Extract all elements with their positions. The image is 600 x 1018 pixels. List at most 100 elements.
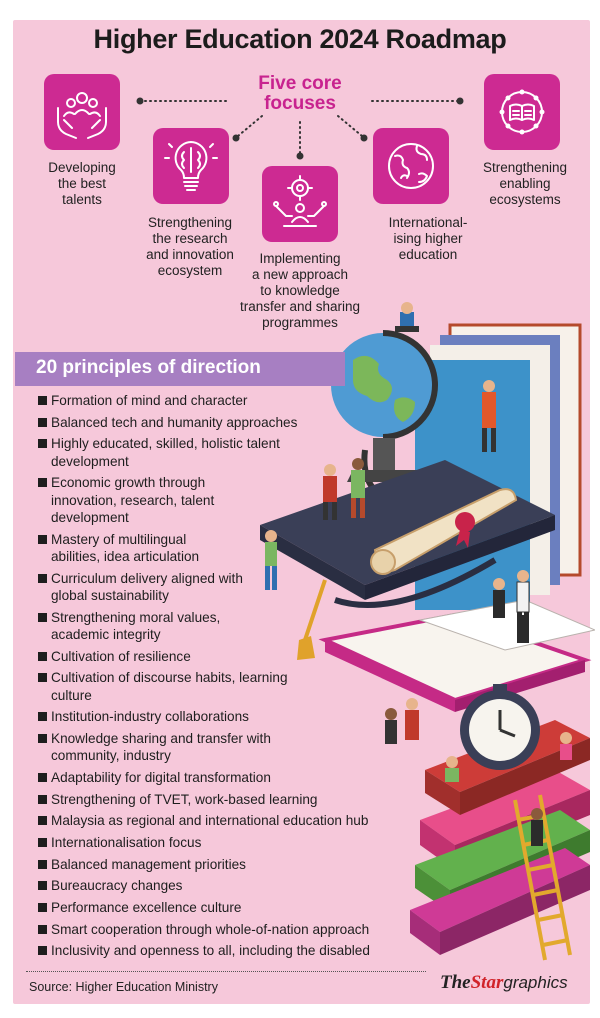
principle-item: Bureaucracy changes: [38, 877, 438, 894]
open-book-illustration: [318, 599, 595, 712]
clock-illustration: [460, 684, 540, 770]
focus-label-line: ising higher: [393, 231, 463, 246]
principle-text: Formation of mind and character: [51, 393, 248, 408]
diploma-scroll-illustration: [370, 488, 518, 575]
principle-text: Strengthening moral values, academic int…: [51, 609, 221, 642]
focus-label-line: Strengthening: [147, 215, 233, 230]
book-network-icon: [484, 74, 560, 150]
bullet-square-icon: [38, 478, 47, 488]
bullet-square-icon: [38, 816, 47, 826]
focus-label-line: to knowledge: [260, 283, 340, 298]
principle-item: Formation of mind and character: [38, 392, 438, 409]
focus-label-line: the research: [152, 231, 228, 246]
principle-text: Cultivation of discourse habits, learnin…: [51, 670, 288, 703]
principle-item: Malaysia as regional and international e…: [38, 812, 438, 829]
focus-label-5: Strengthening enabling ecosystems: [470, 160, 580, 208]
principle-item: Economic growth through innovation, rese…: [38, 474, 246, 526]
lightbulb-brain-icon: [153, 128, 229, 204]
bullet-square-icon: [38, 903, 47, 913]
focus-label-2: Strengthening the research and innovatio…: [124, 215, 256, 279]
principle-item: Mastery of multilingual abilities, idea …: [38, 531, 231, 566]
bullet-square-icon: [38, 396, 47, 405]
principle-text: Institution-industry collaborations: [51, 709, 249, 725]
principle-item: Highly educated, skilled, holistic talen…: [38, 435, 341, 470]
focus-label-line: enabling: [499, 176, 551, 191]
principle-text: Performance excellence culture: [51, 900, 242, 916]
brand-part: graphics: [503, 973, 568, 992]
focus-label-line: Implementing: [259, 251, 341, 266]
focus-heading: Five core focuses: [230, 74, 370, 114]
principle-text: Malaysia as regional and international e…: [51, 813, 369, 829]
bullet-square-icon: [38, 612, 47, 622]
principle-item: Internationalisation focus: [38, 834, 438, 851]
bullet-square-icon: [38, 946, 47, 956]
professionals-illustration: [385, 570, 530, 744]
focus-heading-line: Five core: [258, 73, 342, 94]
globe-icon: [373, 128, 449, 204]
bullet-square-icon: [38, 439, 47, 449]
focus-label-line: programmes: [262, 315, 338, 330]
focus-heading-line: focuses: [264, 93, 336, 114]
graduation-cap-illustration: [260, 460, 555, 660]
focus-label-line: and innovation: [146, 247, 234, 262]
bullet-square-icon: [38, 417, 47, 427]
page-title: Higher Education 2024 Roadmap: [93, 24, 507, 54]
principle-text: Inclusivity and openness to all, includi…: [51, 943, 370, 959]
source-credit: Source: Higher Education Ministry: [29, 980, 218, 994]
focus-label-line: ecosystems: [489, 192, 561, 207]
footer-divider: [26, 971, 426, 972]
stacked-books-illustration: [410, 720, 590, 955]
brand-logo: TheStargraphics: [440, 972, 568, 994]
principle-item: Cultivation of resilience: [38, 648, 438, 665]
principle-text: Bureaucracy changes: [51, 878, 183, 894]
principle-text: Cultivation of resilience: [51, 648, 191, 664]
bullet-square-icon: [38, 712, 47, 722]
bullet-square-icon: [38, 859, 47, 869]
principle-text: Smart cooperation through whole-of-natio…: [51, 921, 370, 937]
principle-text: Balanced tech and humanity approaches: [51, 414, 298, 430]
bullet-square-icon: [38, 881, 47, 891]
focus-label-line: the best: [57, 176, 107, 191]
principle-item: Curriculum delivery aligned with global …: [38, 570, 261, 605]
principle-text: Balanced management priorities: [51, 856, 246, 872]
principles-heading-bar: [15, 352, 345, 386]
principle-item: Knowledge sharing and transfer with comm…: [38, 730, 321, 765]
principle-item: Cultivation of discourse habits, learnin…: [38, 669, 291, 704]
focus-label-line: education: [398, 247, 458, 262]
bullet-square-icon: [38, 534, 47, 544]
focus-label-line: Strengthening: [482, 160, 568, 175]
principle-item: Adaptability for digital transformation: [38, 769, 438, 786]
bullet-square-icon: [38, 573, 47, 583]
focus-label-line: International-: [388, 215, 468, 230]
principle-item: Inclusivity and openness to all, includi…: [38, 942, 438, 959]
focus-label-line: a new approach: [251, 267, 349, 282]
principle-text: Highly educated, skilled, holistic talen…: [51, 436, 280, 469]
talent-hands-icon: [44, 74, 120, 150]
principle-text: Mastery of multilingual abilities, idea …: [51, 531, 200, 564]
bullet-square-icon: [38, 651, 47, 661]
principle-item: Smart cooperation through whole-of-natio…: [38, 921, 438, 938]
focus-label-3: Implementing a new approach to knowledge…: [226, 251, 374, 331]
principle-item: Balanced management priorities: [38, 856, 438, 873]
principle-text: Adaptability for digital transformation: [51, 769, 271, 785]
principle-text: Internationalisation focus: [51, 835, 202, 850]
principle-item: Balanced tech and humanity approaches: [38, 414, 438, 431]
brand-part: Star: [470, 972, 504, 993]
principle-text: Economic growth through innovation, rese…: [51, 475, 215, 525]
bullet-square-icon: [38, 794, 47, 804]
principle-item: Strengthening moral values, academic int…: [38, 609, 251, 644]
bullet-square-icon: [38, 733, 47, 743]
principle-text: Strengthening of TVET, work-based learni…: [51, 791, 318, 807]
knowledge-transfer-icon: [262, 166, 338, 242]
brand-part: The: [440, 972, 471, 993]
students-illustration: [265, 380, 496, 590]
education-illustration: [260, 302, 595, 961]
principle-item: Institution-industry collaborations: [38, 708, 438, 725]
focus-label-line: talents: [62, 192, 102, 207]
focus-label-1: Developing the best talents: [30, 160, 134, 208]
bullet-square-icon: [38, 924, 47, 934]
principles-title: 20 principles of direction: [36, 357, 261, 378]
bullet-square-icon: [38, 673, 47, 683]
